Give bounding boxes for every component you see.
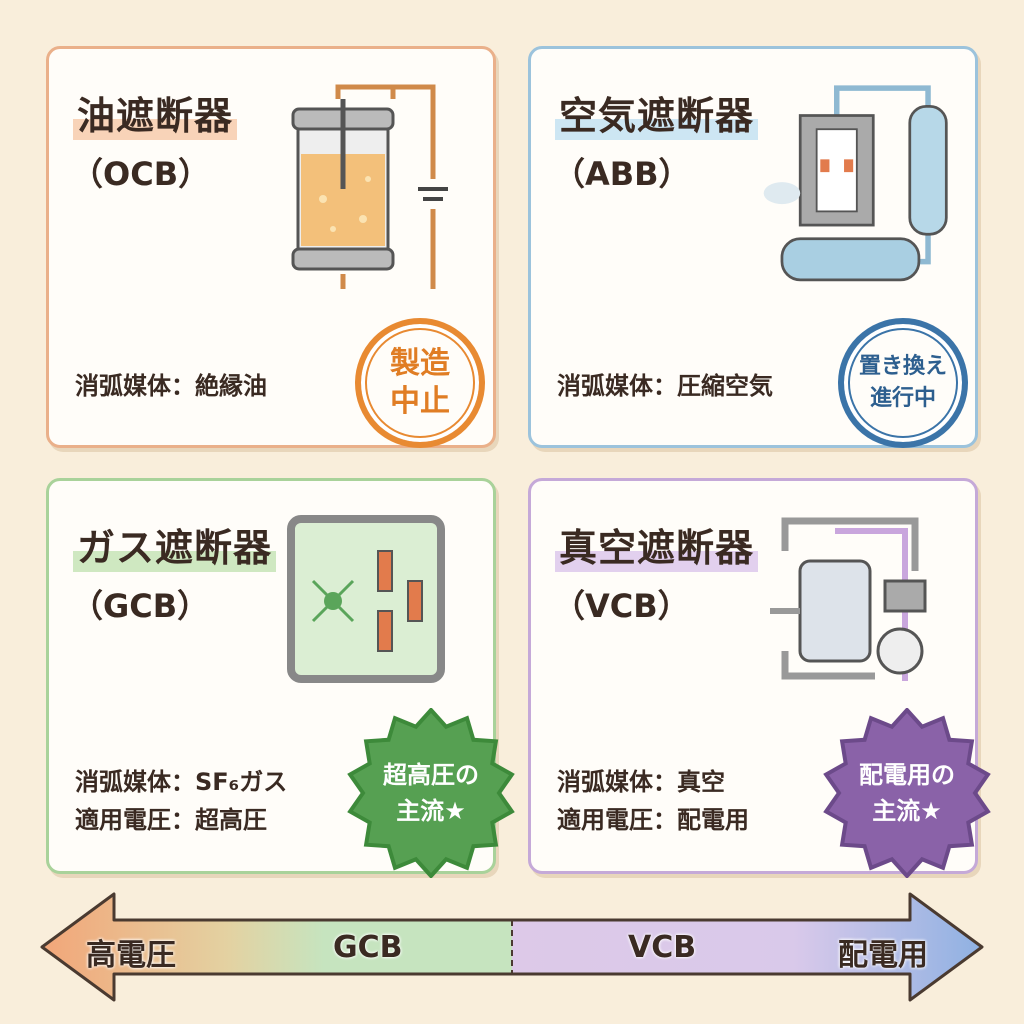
- axis-label-gcb: GCB: [333, 930, 403, 965]
- spec-medium: 消弧媒体：SF₆ガス: [75, 768, 288, 796]
- status-stamp-replacing: 置き換え 進行中: [838, 318, 968, 448]
- oil-tank-icon: [291, 84, 448, 289]
- status-stamp-discontinued: 製造 中止: [355, 318, 485, 448]
- spec-medium: 消弧媒体：絶縁油: [75, 372, 267, 400]
- double-arrow-shape: [40, 892, 984, 1002]
- axis-label-distribution: 配電用: [838, 938, 928, 973]
- card-title: ガス遮断器: [73, 517, 277, 572]
- card-abbr: （VCB）: [553, 587, 690, 625]
- card-gcb: ガス遮断器 （GCB） 消弧媒体：SF₆ガス 適用電圧：超高圧: [46, 478, 496, 874]
- vacuum-interrupter-icon: [770, 517, 927, 681]
- spec-medium: 消弧媒体：真空: [557, 768, 725, 796]
- stamp-line: 進行中: [869, 386, 936, 411]
- axis-label-high-voltage: 高電圧: [86, 938, 176, 973]
- starburst-shape: [347, 708, 515, 878]
- card-abbr: （OCB）: [71, 155, 211, 193]
- card-abbr: （GCB）: [71, 587, 210, 625]
- spec-medium: 消弧媒体：圧縮空気: [557, 372, 773, 400]
- stamp-line: 中止: [390, 384, 450, 419]
- badge-line: 主流★: [396, 797, 466, 825]
- air-compressor-icon: [763, 85, 948, 282]
- badge-ehv-mainstream: 超高圧の主流★: [346, 708, 516, 878]
- voltage-range-arrow: 高電圧 GCB VCB 配電用: [38, 890, 986, 1005]
- stamp-line: 製造: [390, 346, 450, 381]
- card-abbr: （ABB）: [553, 155, 691, 193]
- badge-line: 超高圧の: [383, 761, 479, 789]
- spec-voltage: 適用電圧：配電用: [557, 806, 749, 834]
- spec-voltage: 適用電圧：超高圧: [75, 806, 267, 834]
- card-title: 油遮断器: [73, 85, 238, 140]
- badge-distribution-mainstream: 配電用の主流★: [822, 708, 992, 878]
- axis-label-vcb: VCB: [628, 930, 697, 965]
- starburst-shape: [823, 708, 991, 878]
- card-title: 空気遮断器: [555, 85, 759, 140]
- card-title: 真空遮断器: [555, 517, 759, 572]
- badge-line: 主流★: [872, 797, 942, 825]
- card-ocb: 油遮断器 （OCB） 消弧媒体：絶縁油: [46, 46, 496, 448]
- stamp-line: 置き換え: [858, 354, 947, 379]
- gas-chamber-icon: [287, 515, 445, 683]
- badge-line: 配電用の: [859, 761, 955, 789]
